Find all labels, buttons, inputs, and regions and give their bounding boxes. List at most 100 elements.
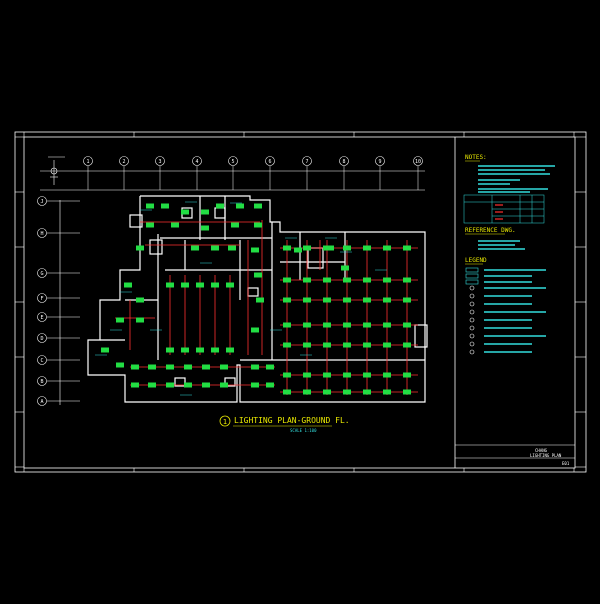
grid-column-bubble	[228, 156, 238, 166]
light-fixture-icon	[403, 322, 411, 328]
light-fixture-icon	[266, 382, 274, 388]
light-fixture-icon	[251, 382, 259, 388]
light-fixture-icon	[343, 322, 351, 328]
light-fixture-icon	[136, 297, 144, 303]
light-fixture-icon	[166, 382, 174, 388]
title-block-sheet-title: LIGHTING PLAN	[530, 453, 562, 458]
light-fixture-icon	[166, 347, 174, 353]
grid-column-bubble	[192, 156, 202, 166]
light-fixture-icon	[131, 382, 139, 388]
light-fixture-icon	[226, 282, 234, 288]
legend-symbol-icon	[469, 317, 475, 323]
legend-symbol-icon	[465, 267, 479, 273]
light-fixture-icon	[294, 247, 302, 253]
light-fixture-icon	[202, 364, 210, 370]
title-block-project: CHANG	[535, 448, 548, 453]
light-fixture-icon	[403, 342, 411, 348]
light-fixture-icon	[146, 203, 154, 209]
light-fixture-icon	[148, 364, 156, 370]
grid-row-bubble	[37, 312, 47, 322]
light-fixture-icon	[124, 282, 132, 288]
light-fixture-icon	[323, 342, 331, 348]
light-fixture-icon	[343, 342, 351, 348]
light-fixture-icon	[266, 364, 274, 370]
grid-column-label: 5	[231, 159, 234, 165]
legend-heading: LEGEND	[465, 257, 487, 264]
grid-row-bubble	[37, 196, 47, 206]
light-fixture-icon	[231, 222, 239, 228]
light-fixture-icon	[363, 389, 371, 395]
light-fixture-icon	[403, 277, 411, 283]
frame-ticks	[15, 132, 586, 472]
legend-symbol-icon	[469, 301, 475, 307]
grid-row-bubble	[37, 333, 47, 343]
legend-symbol-icon	[469, 285, 475, 291]
drawing-title: LIGHTING PLAN-GROUND FL.	[234, 416, 350, 425]
light-fixture-icon	[201, 209, 209, 215]
light-fixture-icon	[148, 382, 156, 388]
light-fixture-icon	[181, 347, 189, 353]
legend-symbol-icon	[469, 309, 475, 315]
light-fixture-icon	[220, 382, 228, 388]
grid-column-label: 10	[415, 159, 421, 165]
light-fixture-icon	[202, 382, 210, 388]
light-fixture-icon	[283, 297, 291, 303]
light-fixture-icon	[303, 322, 311, 328]
notes-heading: NOTES:	[465, 154, 487, 161]
light-fixture-icon	[403, 245, 411, 251]
light-fixture-icon	[303, 245, 311, 251]
legend-symbol-icon	[469, 341, 475, 347]
light-fixture-icon	[383, 322, 391, 328]
light-fixture-icon	[196, 347, 204, 353]
light-fixture-icon	[116, 317, 124, 323]
light-fixture-icon	[136, 317, 144, 323]
grid-row-label: G	[40, 271, 43, 277]
grid-row-label: D	[40, 336, 43, 342]
light-fixture-icon	[161, 203, 169, 209]
light-fixture-icon	[343, 297, 351, 303]
light-fixture-icon	[363, 277, 371, 283]
light-fixture-icon	[323, 297, 331, 303]
grid-column-label: 8	[342, 159, 345, 165]
grid-row-label: J	[40, 199, 43, 205]
grid-row-bubble	[37, 228, 47, 238]
grid-column-label: 6	[268, 159, 271, 165]
light-fixture-icon	[363, 322, 371, 328]
grid-column-label: 2	[122, 159, 125, 165]
grid-row-bubble	[37, 396, 47, 406]
light-fixture-icon	[283, 245, 291, 251]
grid-row-label: E	[40, 315, 43, 321]
light-fixture-icon	[251, 327, 259, 333]
light-fixture-icon	[363, 245, 371, 251]
grid-column-bubble	[155, 156, 165, 166]
light-fixture-icon	[403, 297, 411, 303]
light-fixture-icon	[343, 245, 351, 251]
light-fixture-icon	[228, 245, 236, 251]
circuit-annotations	[95, 201, 387, 396]
light-fixture-icon	[181, 209, 189, 215]
light-fixture-icon	[323, 322, 331, 328]
light-fixture-icon	[196, 282, 204, 288]
reference-panel: REFERENCE DWG.	[465, 227, 525, 250]
light-fixture-icon	[303, 297, 311, 303]
grid-row-label: F	[40, 296, 43, 302]
light-fixture-icon	[326, 245, 334, 251]
light-fixture-icon	[303, 389, 311, 395]
grid-column-bubble	[375, 156, 385, 166]
light-fixture-icon	[363, 372, 371, 378]
grid-row-bubble	[37, 376, 47, 386]
light-fixture-icon	[303, 372, 311, 378]
light-fixture-icon	[323, 277, 331, 283]
light-fixture-icon	[403, 372, 411, 378]
light-fixture-icon	[251, 247, 259, 253]
grid-row-bubble	[37, 268, 47, 278]
light-fixture-icon	[323, 389, 331, 395]
light-fixture-icon	[283, 372, 291, 378]
legend-symbol-icon	[469, 293, 475, 299]
grid-column-label: 9	[378, 159, 381, 165]
light-fixture-icon	[101, 347, 109, 353]
light-fixtures	[101, 203, 411, 395]
